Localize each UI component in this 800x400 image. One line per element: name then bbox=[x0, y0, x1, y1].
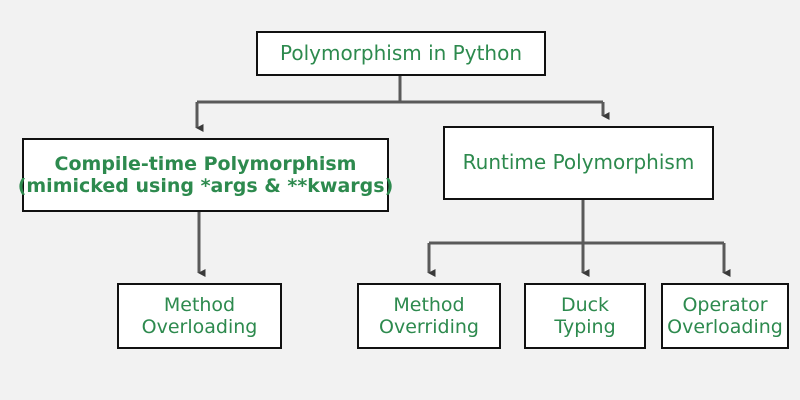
node-runtime-polymorphism: Runtime Polymorphism bbox=[443, 126, 714, 200]
node-method-overriding: Method Overriding bbox=[357, 283, 501, 349]
node-method-overriding-line1: Method bbox=[393, 293, 465, 316]
node-duck-typing: Duck Typing bbox=[524, 283, 646, 349]
edge-root-to-level1 bbox=[195, 76, 610, 132]
node-duck-typing-text: Duck Typing bbox=[554, 294, 615, 339]
edge-runtime-to-leaves bbox=[427, 200, 731, 277]
node-duck-typing-line1: Duck bbox=[560, 293, 610, 316]
node-method-overloading-text: Method Overloading bbox=[142, 294, 258, 339]
node-method-overloading: Method Overloading bbox=[117, 283, 282, 349]
node-operator-overloading: Operator Overloading bbox=[661, 283, 789, 349]
node-method-overloading-line1: Method bbox=[163, 293, 236, 316]
node-operator-overloading-line2: Overloading bbox=[667, 316, 783, 338]
node-method-overriding-text: Method Overriding bbox=[379, 294, 479, 339]
node-operator-overloading-line1: Operator bbox=[682, 293, 768, 316]
node-compile-time-line1: Compile-time Polymorphism bbox=[54, 152, 357, 175]
node-method-overloading-line2: Overloading bbox=[141, 316, 258, 338]
node-polymorphism-in-python: Polymorphism in Python bbox=[256, 31, 546, 76]
node-method-overriding-line2: Overriding bbox=[379, 316, 479, 338]
node-duck-typing-line2: Typing bbox=[554, 316, 616, 338]
node-runtime-label: Runtime Polymorphism bbox=[462, 150, 695, 175]
node-compile-time-polymorphism: Compile-time Polymorphism (mimicked usin… bbox=[18, 138, 393, 212]
node-compile-time-line2: (mimicked using *args & **kwargs) bbox=[17, 175, 394, 197]
node-compile-time-text: Compile-time Polymorphism (mimicked usin… bbox=[11, 153, 401, 198]
node-root-label: Polymorphism in Python bbox=[279, 40, 523, 65]
node-operator-overloading-text: Operator Overloading bbox=[650, 294, 800, 339]
